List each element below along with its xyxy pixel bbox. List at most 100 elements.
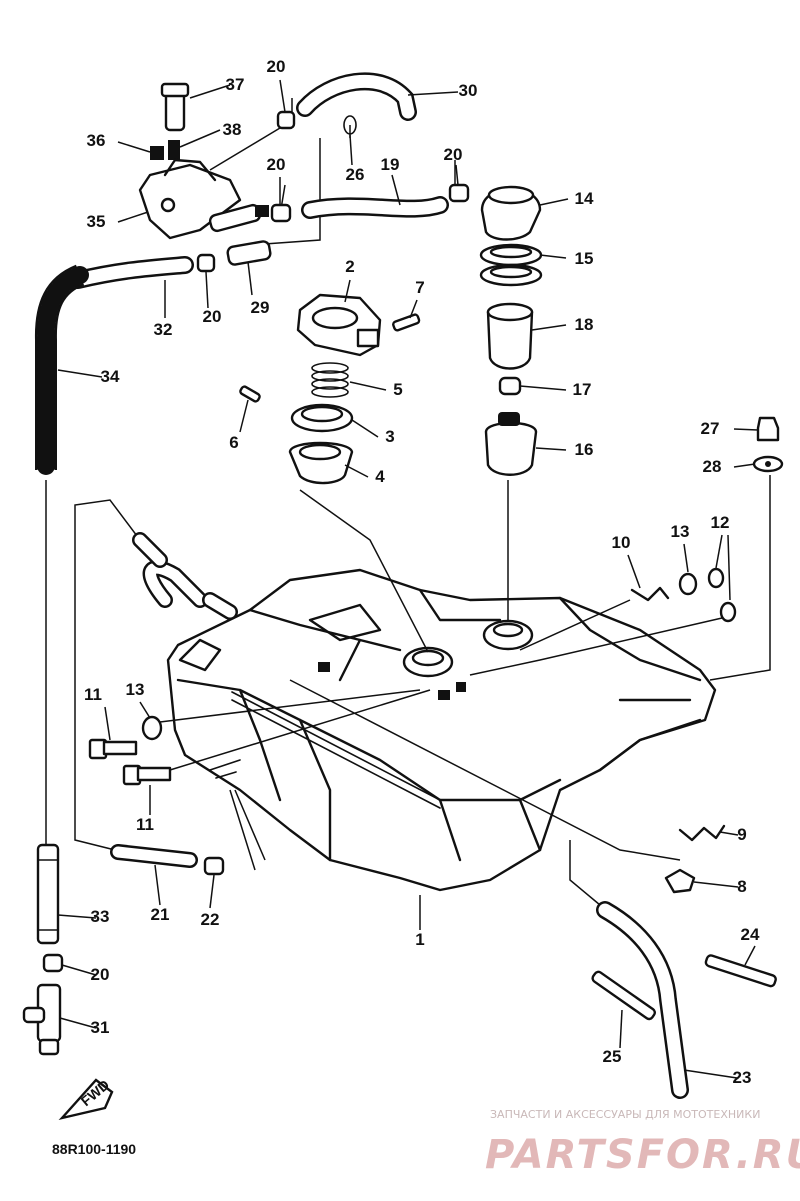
joint-31 (22, 983, 62, 1056)
callout-leader (455, 164, 459, 186)
callout-c10: 10 (612, 533, 631, 552)
callout-leader (535, 447, 567, 451)
callout-c28: 28 (703, 457, 722, 476)
callout-c20a: 20 (267, 57, 286, 76)
pin-6 (239, 385, 261, 403)
callout-c26: 26 (346, 165, 365, 184)
callout-c11a: 11 (84, 685, 102, 704)
callout-c4: 4 (375, 467, 385, 486)
callout-leader (744, 945, 756, 966)
callout-leader (57, 914, 97, 919)
pin-7 (392, 313, 421, 332)
callout-c3: 3 (385, 427, 394, 446)
callout-c24: 24 (741, 925, 760, 944)
callout-c20e: 20 (91, 965, 110, 984)
callout-c19: 19 (381, 155, 400, 174)
callout-leader (627, 554, 641, 589)
callout-leader (539, 254, 567, 259)
callout-leader (117, 211, 149, 223)
callout-c29: 29 (251, 298, 270, 317)
callout-leader (104, 706, 111, 741)
callout-leader (693, 881, 739, 888)
callout-c13b: 13 (126, 680, 145, 699)
callout-c7: 7 (415, 278, 424, 297)
callout-c31: 31 (91, 1018, 110, 1037)
callout-leader (727, 534, 731, 601)
watermark-brand: PARTSFOR.RU (485, 1132, 800, 1178)
callout-c12: 12 (711, 513, 730, 532)
washer-12 (707, 567, 725, 589)
pump-assembly (479, 185, 543, 476)
spring-5 (311, 362, 349, 398)
callout-leader (189, 84, 231, 99)
ring-26 (343, 115, 357, 135)
callout-leader (154, 864, 161, 906)
callout-leader (239, 399, 249, 433)
callout-c1: 1 (415, 930, 424, 949)
callout-leader (519, 385, 567, 391)
fuel-cock-35 (138, 163, 242, 240)
callout-c34: 34 (101, 367, 120, 386)
leader-lines (45, 98, 771, 906)
callout-c33: 33 (91, 907, 110, 926)
callout-leader (344, 279, 351, 303)
callout-c36: 36 (87, 131, 106, 150)
callout-c9: 9 (737, 825, 746, 844)
pipe-18 (486, 310, 534, 370)
callout-leader (247, 261, 253, 296)
callout-c2: 2 (345, 257, 354, 276)
fuel-tank (166, 568, 717, 892)
connector-29 (226, 240, 272, 266)
callout-leader (117, 141, 151, 153)
callout-c35: 35 (87, 212, 106, 231)
callout-c25: 25 (603, 1047, 622, 1066)
fwd-arrow-icon: FWD (58, 1076, 114, 1121)
callout-c22: 22 (201, 910, 220, 929)
clip-8 (664, 868, 696, 894)
callout-leader (351, 419, 379, 438)
callout-leader (139, 701, 151, 719)
callout-c20b: 20 (267, 155, 286, 174)
callout-c38: 38 (223, 120, 242, 139)
right-small-parts (630, 416, 784, 894)
callout-leader (61, 964, 97, 976)
callout-c8: 8 (737, 877, 746, 896)
callout-c11b: 11 (136, 815, 154, 834)
callout-leader (409, 299, 418, 319)
callout-c20d: 20 (203, 307, 222, 326)
callout-leader (391, 174, 401, 206)
callout-leader (683, 543, 689, 573)
hose-23 (596, 901, 689, 1099)
washer-13a (678, 572, 698, 596)
screw-38 (168, 140, 180, 160)
pipe-33 (36, 843, 60, 945)
callout-leader (209, 874, 215, 909)
callout-leader (619, 1009, 623, 1049)
callout-leader (344, 464, 369, 478)
callout-leader (57, 369, 103, 378)
corrugated-hose-34 (34, 264, 89, 479)
callout-leader (279, 79, 286, 113)
callout-c17: 17 (573, 380, 592, 399)
callout-c16: 16 (575, 440, 594, 459)
callout-leader (683, 1069, 738, 1079)
callout-c5: 5 (393, 380, 402, 399)
screw-36 (150, 146, 164, 160)
spring-10 (630, 586, 670, 602)
callout-c15: 15 (575, 249, 594, 268)
callout-c37: 37 (226, 75, 245, 94)
damper-27 (756, 416, 780, 442)
callout-c20c: 20 (444, 145, 463, 164)
strainer-16 (484, 421, 538, 476)
callout-c6: 6 (229, 433, 238, 452)
callout-c32: 32 (154, 320, 173, 339)
bolts-11 (88, 715, 172, 786)
callout-leader (719, 831, 739, 836)
fuel-cock-assembly (138, 82, 269, 240)
fuel-cap-assembly (239, 293, 421, 485)
callout-leader (539, 198, 569, 206)
callout-c13a: 13 (671, 522, 690, 541)
band-24 (704, 954, 777, 988)
callout-leader (531, 324, 567, 331)
